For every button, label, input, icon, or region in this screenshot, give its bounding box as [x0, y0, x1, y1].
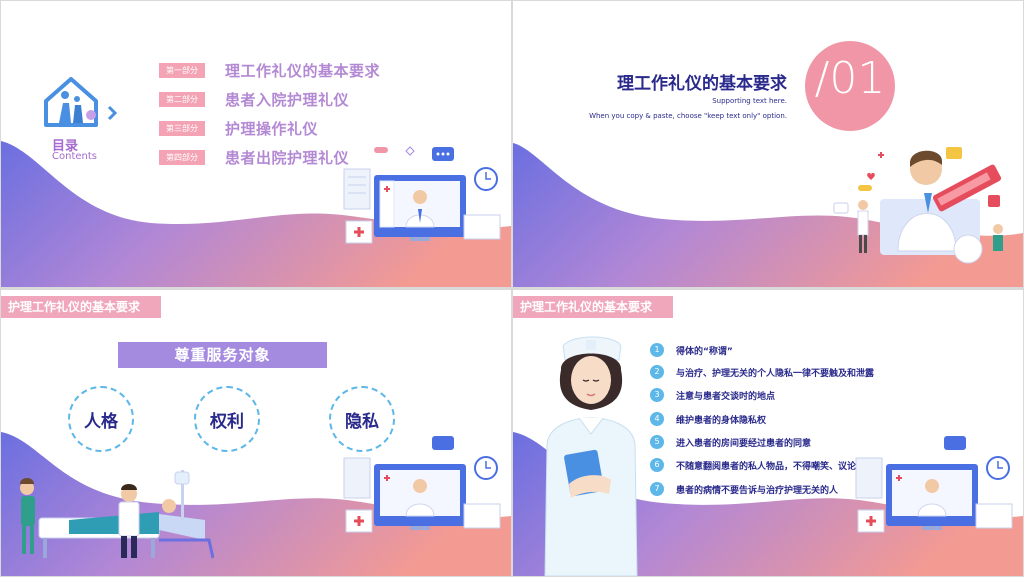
- toc-item-3[interactable]: 第三部分 护理操作礼仪: [159, 119, 319, 138]
- toc-tag: 第二部分: [159, 91, 205, 107]
- list-item-2: 2 与治疗、护理无关的个人隐私一律不要触及和泄露: [650, 364, 874, 380]
- list-number: 3: [650, 388, 664, 402]
- toc-text: 患者入院护理礼仪: [225, 90, 350, 109]
- list-text: 进入患者的房间要经过患者的同意: [676, 438, 812, 449]
- contents-heading: 目录: [52, 139, 79, 154]
- toc-text: 护理操作礼仪: [225, 119, 319, 138]
- list-number: 7: [650, 482, 664, 496]
- circle-dignity-label: 人格: [84, 412, 118, 432]
- supporting-text: Supporting text here.: [712, 97, 787, 105]
- telemedicine-illustration: [343, 436, 501, 533]
- paste-hint-text: When you copy & paste, choose "keep text…: [589, 112, 787, 120]
- circle-rights: [194, 386, 260, 452]
- list-number: 6: [650, 458, 664, 472]
- list-number: 5: [650, 435, 664, 449]
- section-number: /01: [814, 53, 886, 104]
- list-text: 不随意翻阅患者的私人物品，不得嘲笑、议论: [676, 461, 857, 472]
- slide-privacy-list[interactable]: 护理工作礼仪的基本要求 1 得体的“称谓” 2 与治疗、护理无关的个人隐私一律不…: [513, 290, 1023, 576]
- circle-privacy: [329, 386, 395, 452]
- slide-header-tag: 护理工作礼仪的基本要求: [1, 296, 161, 318]
- toc-item-1[interactable]: 第一部分 理工作礼仪的基本要求: [159, 61, 381, 80]
- toc-item-4[interactable]: 第四部分 患者出院护理礼仪: [159, 148, 350, 167]
- slide-contents[interactable]: 目录 Contents 第一部分 理工作礼仪的基本要求 第二部分 患者入院护理礼…: [1, 1, 511, 287]
- hospital-bed-illustration: [20, 470, 214, 559]
- list-text: 患者的病情不要告诉与治疗护理无关的人: [676, 485, 839, 496]
- slide-respect[interactable]: 护理工作礼仪的基本要求 尊重服务对象 人格 权利 隐私: [1, 290, 511, 576]
- section-title: 理工作礼仪的基本要求: [617, 74, 787, 94]
- section-number-circle: [805, 41, 895, 131]
- toc-tag: 第三部分: [159, 120, 205, 136]
- telemedicine-illustration: [855, 436, 1013, 533]
- list-item-6: 6 不随意翻阅患者的私人物品，不得嘲笑、议论: [650, 457, 856, 473]
- list-number: 2: [650, 365, 664, 379]
- list-number: 4: [650, 412, 664, 426]
- list-text: 注意与患者交谈时的地点: [676, 391, 776, 402]
- doctor-syringe-illustration: [833, 147, 1003, 264]
- slide-header-tag: 护理工作礼仪的基本要求: [513, 296, 673, 318]
- contents-subheading: Contents: [52, 151, 97, 162]
- nurse-illustration: [544, 336, 638, 576]
- list-item-3: 3 注意与患者交谈时的地点: [650, 387, 775, 403]
- list-number: 1: [650, 343, 664, 357]
- list-item-1: 1 得体的“称谓”: [650, 342, 733, 358]
- list-item-5: 5 进入患者的房间要经过患者的同意: [650, 434, 811, 450]
- list-item-4: 4 维护患者的身体隐私权: [650, 411, 766, 427]
- list-item-7: 7 患者的病情不要告诉与治疗护理无关的人: [650, 481, 838, 497]
- family-house-icon: [44, 77, 118, 127]
- list-text: 与治疗、护理无关的个人隐私一律不要触及和泄露: [676, 368, 875, 379]
- background-wave: [1, 141, 511, 287]
- toc-text: 理工作礼仪的基本要求: [225, 61, 381, 80]
- telemedicine-illustration: [343, 146, 501, 244]
- circle-privacy-label: 隐私: [345, 412, 379, 432]
- list-text: 维护患者的身体隐私权: [676, 415, 767, 426]
- background-wave: [513, 432, 1023, 576]
- respect-banner: 尊重服务对象: [118, 342, 327, 368]
- toc-tag: 第一部分: [159, 62, 205, 78]
- list-text: 得体的“称谓”: [676, 346, 733, 357]
- background-wave: [1, 432, 511, 576]
- toc-item-2[interactable]: 第二部分 患者入院护理礼仪: [159, 90, 350, 109]
- circle-rights-label: 权利: [210, 412, 244, 432]
- toc-text: 患者出院护理礼仪: [225, 148, 350, 167]
- slide-section-01[interactable]: /01 理工作礼仪的基本要求 Supporting text here. Whe…: [513, 1, 1023, 287]
- toc-tag: 第四部分: [159, 149, 205, 165]
- circle-dignity: [68, 386, 134, 452]
